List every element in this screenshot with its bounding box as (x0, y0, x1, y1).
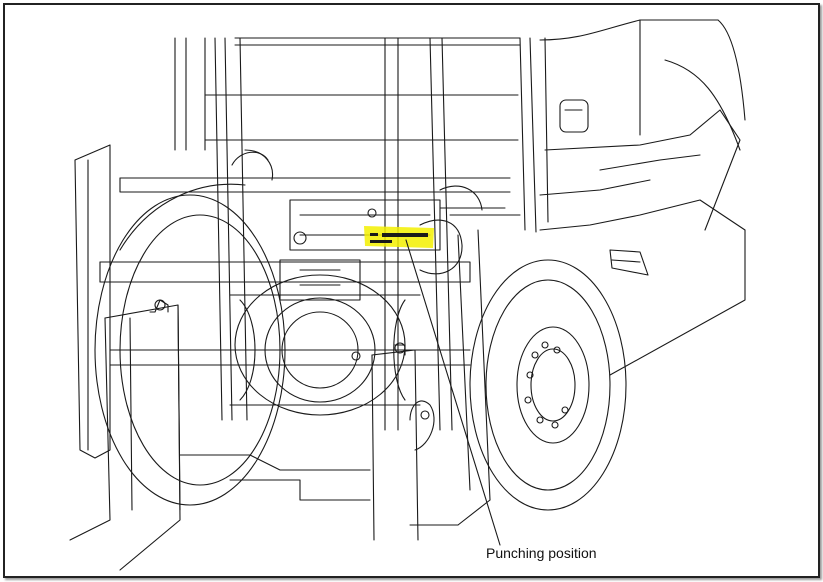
callout-label: Punching position (486, 545, 597, 561)
punching-position (364, 226, 434, 248)
left-fork (69, 299, 181, 571)
body-right (539, 109, 746, 376)
right-wheel (469, 259, 627, 511)
fork-carriage (99, 177, 511, 526)
callout-leader (405, 239, 501, 546)
figure-frame (3, 3, 820, 578)
drive-unit (229, 259, 421, 416)
counterweight-base (179, 400, 435, 501)
left-wheel (94, 183, 286, 506)
overhead-guard (174, 19, 746, 233)
upper-mechanism (231, 149, 521, 275)
backrest (74, 144, 111, 459)
